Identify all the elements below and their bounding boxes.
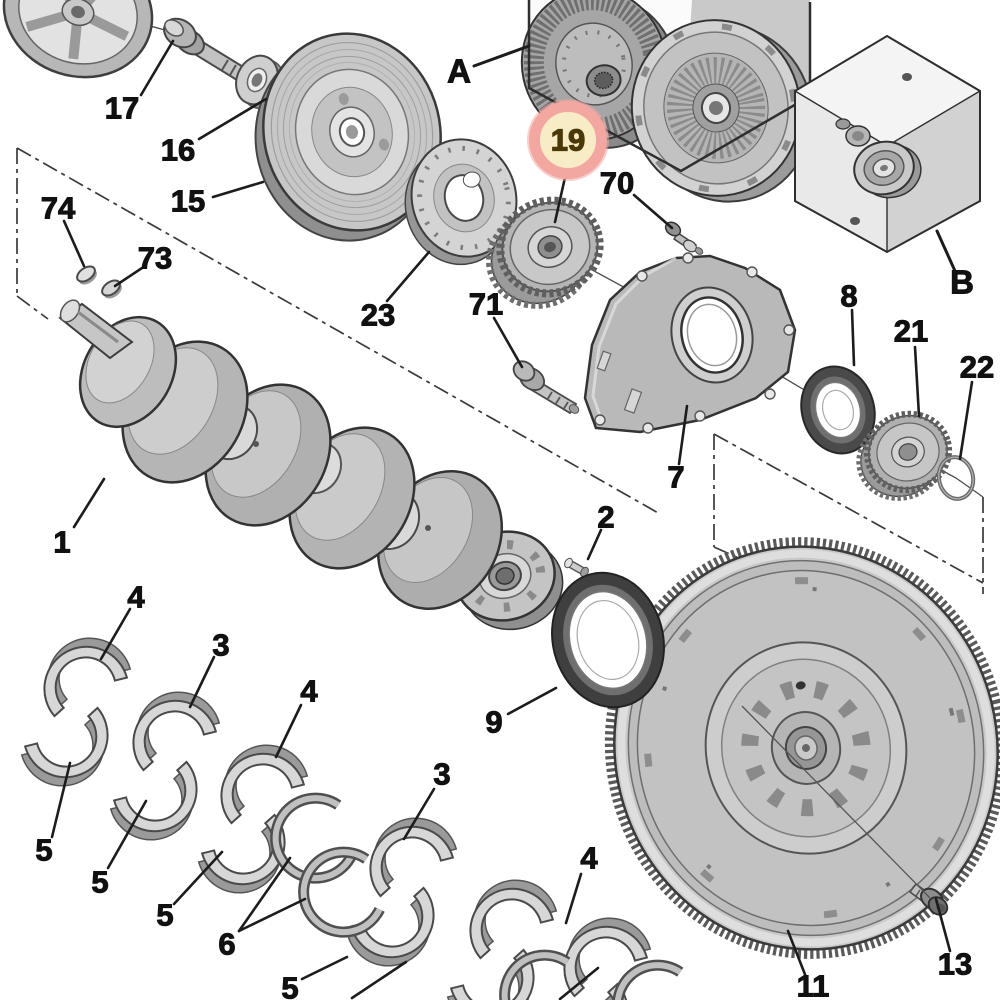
callout-5[interactable]: 5 <box>35 832 53 868</box>
woodruff-keys <box>76 265 122 299</box>
flywheel-bolt-axis <box>741 705 931 899</box>
leader-lines <box>50 39 974 1000</box>
crankshaft <box>58 299 564 631</box>
callout-5[interactable]: 5 <box>91 864 109 900</box>
callout-B[interactable]: B <box>950 263 975 301</box>
callout-2[interactable]: 2 <box>597 499 615 535</box>
clutch-pressure-plate <box>630 19 813 203</box>
flywheel-dowel <box>564 557 589 578</box>
bearing-clip <box>835 118 851 130</box>
crankshaft-rear-seal-housing <box>583 252 797 434</box>
flywheel <box>604 537 1000 959</box>
oil-pump-sprocket <box>856 410 953 501</box>
callout-17[interactable]: 17 <box>104 90 140 126</box>
bearing-collar-bore <box>852 131 864 141</box>
box-b-screw <box>902 73 912 81</box>
box-b-screw <box>850 217 860 225</box>
callout-23[interactable]: 23 <box>360 297 396 333</box>
main-bearing-shells <box>17 622 655 1000</box>
callout-16[interactable]: 16 <box>160 132 196 168</box>
callout-73[interactable]: 73 <box>137 240 173 276</box>
callout-15[interactable]: 15 <box>170 183 206 219</box>
callout-70[interactable]: 70 <box>599 165 635 201</box>
callout-13[interactable]: 13 <box>937 946 973 982</box>
callout-71[interactable]: 71 <box>468 286 504 322</box>
callout-1[interactable]: 1 <box>53 524 71 560</box>
callout-A[interactable]: A <box>447 52 472 90</box>
callout-4[interactable]: 4 <box>300 673 318 709</box>
seal-housing-bolt <box>512 360 580 415</box>
callout-21[interactable]: 21 <box>893 313 929 349</box>
callout-8[interactable]: 8 <box>840 278 858 314</box>
callout-4[interactable]: 4 <box>580 840 598 876</box>
callout-5[interactable]: 5 <box>156 897 174 933</box>
timing-drive-plate <box>404 138 518 266</box>
inset-box-b <box>794 34 981 254</box>
crankshaft-timing-sprocket[interactable] <box>475 188 614 318</box>
callout-4[interactable]: 4 <box>127 579 145 615</box>
callout-3[interactable]: 3 <box>433 756 451 792</box>
callout-3[interactable]: 3 <box>212 627 230 663</box>
callout-6[interactable]: 6 <box>218 926 236 962</box>
callout-11[interactable]: 11 <box>796 968 830 1000</box>
callout-22[interactable]: 22 <box>959 349 995 385</box>
seal-housing-bolt-small <box>664 221 704 255</box>
rear-oil-seal <box>800 365 876 455</box>
callout-9[interactable]: 9 <box>485 704 503 740</box>
callout-74[interactable]: 74 <box>40 190 76 226</box>
release-bearing <box>853 140 922 199</box>
retaining-ring <box>936 455 976 501</box>
callout-7[interactable]: 7 <box>667 459 685 495</box>
callout-5[interactable]: 5 <box>281 970 299 1000</box>
crankshaft-pulley <box>254 32 442 242</box>
rear-main-seal <box>551 571 665 709</box>
inset-box-a <box>520 0 813 203</box>
highlight-circle[interactable] <box>529 101 607 179</box>
callout-19-highlighted[interactable]: 19 <box>550 122 586 158</box>
pulley-fragment <box>2 0 154 79</box>
